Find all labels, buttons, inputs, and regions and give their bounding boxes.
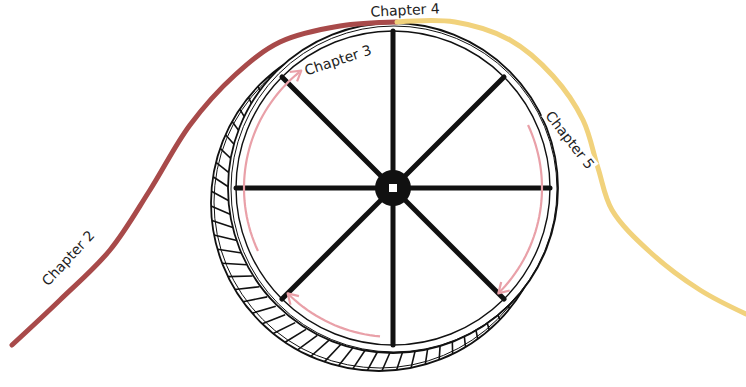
rotation-arrow (244, 72, 299, 251)
rotation-arrow (498, 125, 542, 293)
rotation-arrow (288, 293, 380, 336)
wheel-rim (228, 23, 558, 353)
wheel-rim (236, 31, 550, 345)
chapter-path (12, 22, 397, 345)
chapter-label: Chapter 4 (368, 0, 442, 20)
rotation-arrowhead (290, 71, 302, 82)
rotation-arrowhead (288, 293, 299, 304)
wheel-rim (231, 26, 557, 352)
rotation-arrowhead (498, 282, 509, 293)
chapter-label: Chapter 2 (37, 226, 99, 291)
wheel-spokes (236, 31, 550, 345)
wheel-hub (375, 170, 411, 206)
chapter-path (397, 21, 746, 314)
wheel-axle (389, 184, 397, 192)
